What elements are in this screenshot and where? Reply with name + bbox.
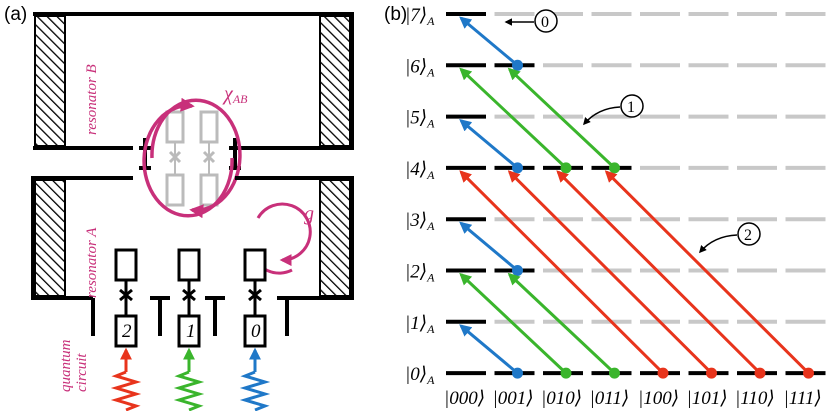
- resonator-a-label: resonator A: [84, 227, 100, 298]
- transition-dot-5: [609, 162, 620, 174]
- level-label-0: |0⟩A: [405, 364, 435, 387]
- circuit-label-1: quantum: [58, 339, 74, 392]
- qubit-1-label: 1: [186, 321, 196, 342]
- state-label-0: |000⟩: [444, 388, 485, 409]
- resonator-a: resonator A g: [31, 176, 354, 300]
- panel-b-label: (b): [384, 4, 407, 25]
- svg-text:0: 0: [541, 14, 549, 31]
- state-label-7: |111⟩: [784, 388, 822, 409]
- g-label: g: [304, 203, 314, 225]
- state-label-5: |101⟩: [687, 388, 728, 409]
- state-label-6: |110⟩: [735, 388, 775, 409]
- transition-arrow-11: [604, 170, 810, 375]
- state-labels: |000⟩ |001⟩ |010⟩ |011⟩ |100⟩ |101⟩ |110⟩ |111⟩: [444, 388, 822, 409]
- transition-dot-9: [706, 367, 717, 379]
- level-label-1: |1⟩A: [405, 313, 435, 336]
- qubit-1: 1: [177, 248, 201, 348]
- qubit-2-label: 2: [122, 321, 132, 342]
- state-label-4: |100⟩: [638, 388, 679, 409]
- energy-levels: [446, 12, 826, 376]
- panel-a: (a) resonator B χAB resonat: [4, 4, 354, 411]
- transition-dot-1: [512, 162, 523, 174]
- transition-dot-8: [657, 367, 669, 379]
- transition-arrow-9: [507, 170, 713, 375]
- transition-arrow-1: [459, 119, 519, 170]
- state-label-3: |011⟩: [590, 388, 630, 409]
- transition-arrow-4: [459, 67, 568, 169]
- transition-dot-4: [560, 162, 572, 174]
- coupler: χAB: [139, 83, 248, 219]
- panel-b: (b) |7⟩A |6⟩A |5⟩A |4⟩A |3⟩A |2⟩A |1⟩A |0⟩A |00…: [384, 4, 826, 409]
- drive-green: [173, 347, 205, 411]
- level-label-5: |5⟩A: [405, 108, 435, 131]
- transition-dot-11: [803, 367, 814, 379]
- transition-dot-3: [512, 367, 523, 379]
- transition-dot-7: [609, 367, 620, 379]
- level-label-4: |4⟩A: [405, 159, 435, 182]
- chi-arrow: [150, 98, 242, 219]
- callout-0: 0: [504, 9, 558, 33]
- qubit-2: 2: [114, 248, 138, 348]
- panel-a-label: (a): [4, 4, 27, 25]
- level-label-6: |6⟩A: [405, 56, 435, 79]
- level-labels: |7⟩A |6⟩A |5⟩A |4⟩A |3⟩A |2⟩A |1⟩A |0⟩A: [405, 5, 435, 387]
- transition-arrow-6: [459, 272, 568, 375]
- transition-arrow-3: [459, 324, 519, 375]
- svg-text:2: 2: [744, 227, 752, 244]
- resonator-b-label: resonator B: [84, 64, 100, 135]
- chi-label: χAB: [222, 83, 248, 106]
- transition-arrow-8: [459, 170, 665, 375]
- callout-2: 2: [699, 222, 761, 254]
- level-label-3: |3⟩A: [405, 210, 435, 233]
- state-label-1: |001⟩: [493, 388, 534, 409]
- callout-1: 1: [583, 94, 644, 126]
- transition-dot-6: [560, 367, 572, 379]
- mirror-right-a: [319, 179, 351, 297]
- mirror-left-b: [34, 15, 66, 147]
- transition-dot-10: [754, 367, 766, 379]
- circuit-label-2: circuit: [74, 353, 90, 392]
- transition-arrow-5: [507, 67, 616, 169]
- state-label-2: |010⟩: [541, 388, 582, 409]
- drive-red: [110, 347, 142, 411]
- circuit-ports: [91, 296, 297, 336]
- g-arrow: [256, 202, 312, 267]
- transition-dot-0: [512, 59, 523, 71]
- transition-arrow-7: [507, 272, 616, 375]
- qubit-0: 0: [243, 248, 267, 348]
- resonator-b: resonator B: [33, 12, 354, 150]
- mirror-right-b: [319, 15, 351, 147]
- qubit-0-label: 0: [251, 321, 261, 342]
- transition-dot-2: [512, 265, 523, 276]
- level-label-2: |2⟩A: [405, 262, 435, 285]
- drive-blue: [239, 347, 271, 411]
- svg-text:1: 1: [627, 99, 635, 116]
- transition-arrow-10: [556, 170, 762, 375]
- transition-arrow-2: [459, 221, 519, 272]
- transitions: [459, 16, 814, 379]
- mirror-left-a: [34, 179, 66, 297]
- level-label-7: |7⟩A: [405, 5, 435, 28]
- transition-arrow-0: [459, 16, 519, 67]
